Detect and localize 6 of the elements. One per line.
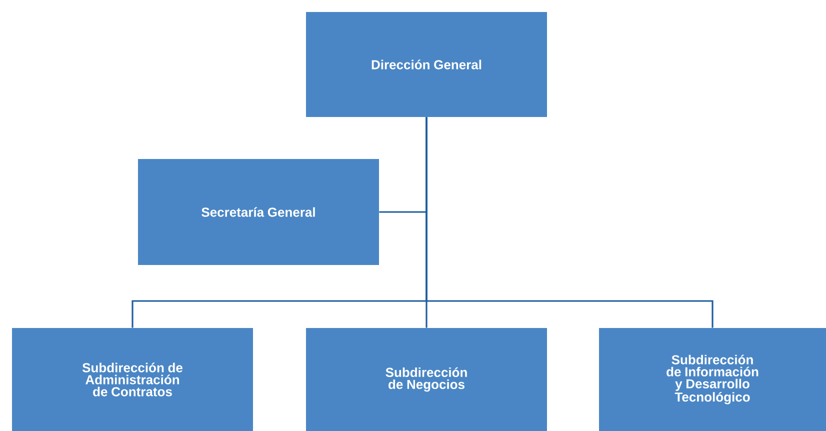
connector-line <box>426 117 714 328</box>
org-box: Subdirección de Administración de Contratos <box>12 328 253 431</box>
org-box: Secretaría General <box>138 159 379 265</box>
org-box: Dirección General <box>306 12 547 117</box>
org-box: Subdirección de Negocios <box>306 328 547 431</box>
org-box: Subdirección de Información y Desarrollo Tecnológico <box>599 328 826 431</box>
